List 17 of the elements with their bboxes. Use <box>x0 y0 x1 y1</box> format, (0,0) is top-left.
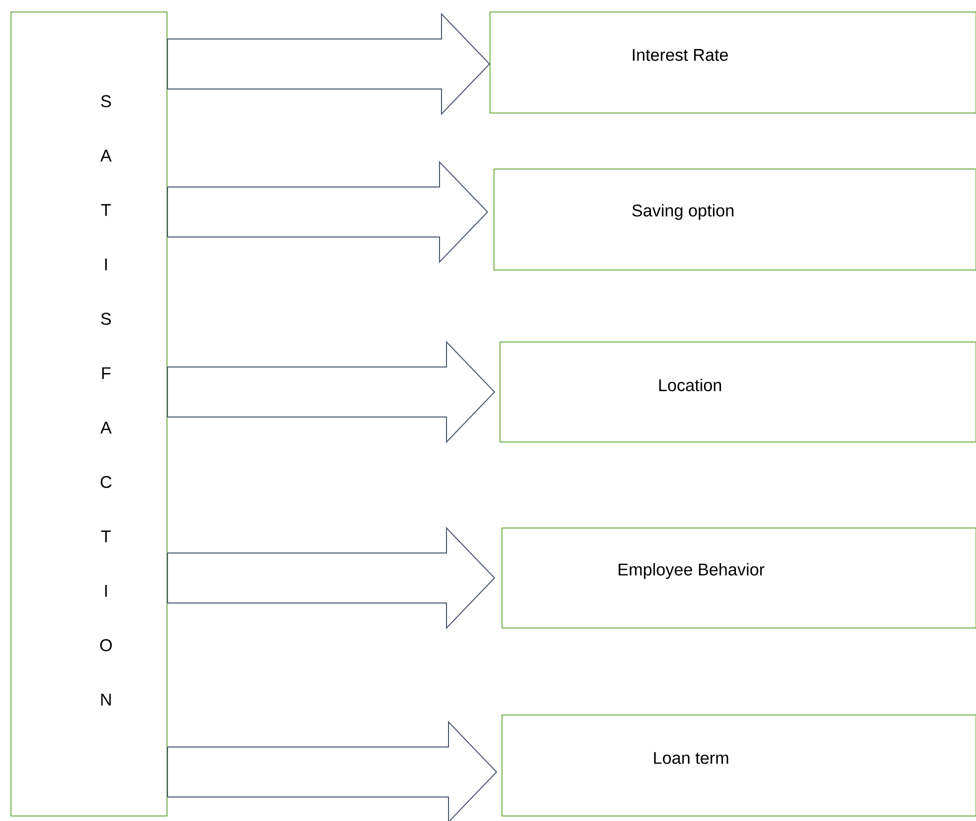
label-box <box>490 11 976 114</box>
label-box <box>500 342 976 442</box>
vertical-label: SATISFACTION <box>100 95 112 706</box>
block-arrow <box>167 526 496 630</box>
vertical-text-box <box>10 11 168 816</box>
label-box <box>502 714 976 816</box>
block-arrow <box>167 340 496 444</box>
box-label: Interest Rate <box>632 49 728 61</box>
box-label: Loan term <box>654 752 728 764</box>
block-arrow <box>167 720 498 821</box>
label-box <box>494 168 976 270</box>
box-label: Saving option <box>632 204 734 220</box>
box-label: Location <box>659 378 722 392</box>
block-arrow <box>167 12 490 116</box>
label-box <box>502 528 976 628</box>
box-label: Employee Behavior <box>618 563 764 579</box>
block-arrow <box>167 160 488 264</box>
